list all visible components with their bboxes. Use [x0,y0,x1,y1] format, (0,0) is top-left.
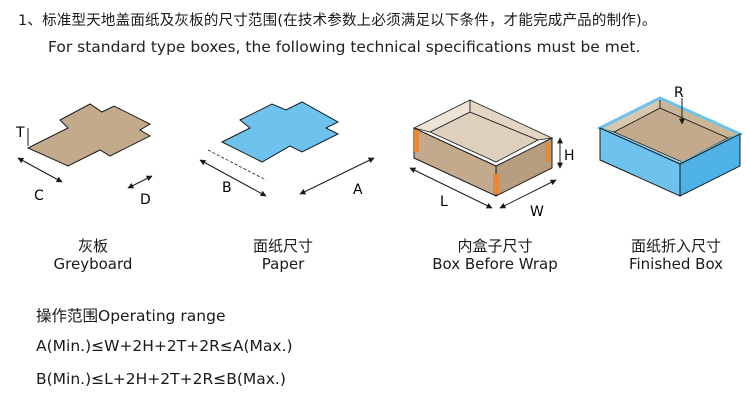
finished-front-right [679,133,741,197]
heading-zh: 1、标准型天地盖面纸及灰板的尺寸范围(在技术参数上必须满足以下条件，才能完成产品… [18,13,657,29]
diagram-area: T C D B A H L W [15,85,744,220]
dim-w-line [499,179,557,209]
caption-box-en: Box Before Wrap [432,255,558,273]
caption-paper-en: Paper [261,255,305,273]
caption-finished-en: Finished Box [628,255,724,273]
back-wall-right [469,99,554,141]
dim-b-line [199,159,267,197]
greyboard-shape [26,103,152,167]
paper-shape [220,101,340,163]
caption-paper: 面纸尺寸 Paper [228,237,338,273]
formula-a: A(Min.)≤W+2H+2T+2R≤A(Max.) [36,337,293,355]
dim-a-line [299,157,375,195]
corner-tab-front [493,174,499,194]
caption-greyboard-en: Greyboard [53,255,133,273]
caption-paper-zh: 面纸尺寸 [252,237,313,255]
dim-l-label: L [440,194,448,210]
caption-finished-box: 面纸折入尺寸 Finished Box [610,237,742,273]
dim-b-label: B [222,180,232,196]
finished-box-figure: R [596,85,744,197]
heading-en: For standard type boxes, the following t… [48,38,641,56]
caption-greyboard: 灰板 Greyboard [38,237,148,273]
caption-box-zh: 内盒子尺寸 [457,237,533,255]
corner-tab-right [545,142,550,162]
corner-tab-left [414,130,419,152]
dim-w-label: W [530,204,544,220]
caption-box-before-wrap: 内盒子尺寸 Box Before Wrap [420,237,570,273]
dim-d-label: D [140,192,151,208]
dim-l-line [409,167,493,209]
dim-c-label: C [34,188,44,204]
dim-r-label: R [674,85,684,101]
box-before-wrap-figure: H L W [409,99,575,220]
dim-c-line [17,157,63,183]
caption-finished-zh: 面纸折入尺寸 [630,237,721,255]
caption-greyboard-zh: 灰板 [77,237,108,255]
greyboard-figure: T C D [15,103,153,208]
dim-t-label: T [15,125,25,141]
dim-a-label: A [353,182,363,198]
formula-b: B(Min.)≤L+2H+2T+2R≤B(Max.) [36,370,286,388]
paper-figure: B A [199,101,375,198]
operating-range-title: 操作范围Operating range [36,307,226,325]
dim-d-line [127,175,153,189]
dim-h-label: H [564,148,575,164]
